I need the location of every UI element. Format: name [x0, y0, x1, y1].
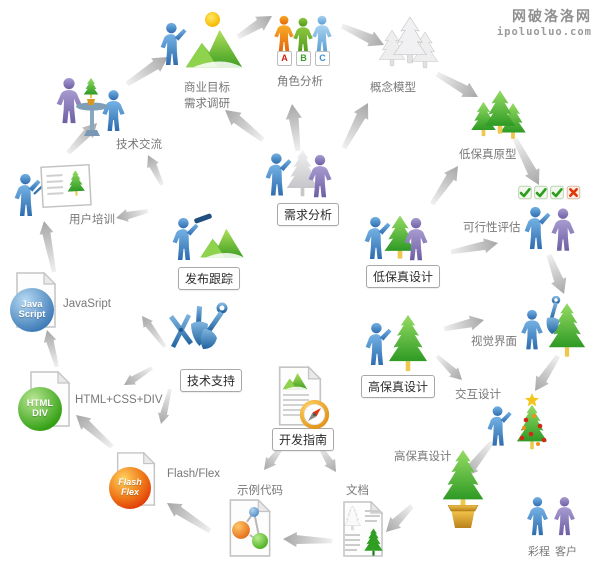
role-person-icon — [309, 15, 335, 53]
doc-content-icon — [344, 505, 383, 556]
requirement-analysis-box: 需求分析 — [277, 203, 340, 226]
flow-arrow — [341, 23, 384, 47]
company-person-icon — [364, 315, 394, 373]
company-person-icon — [13, 166, 43, 224]
watermark-url: ipoluoluo.com — [496, 26, 592, 38]
watermark: 网破洛洛网 ipoluoluo.com — [497, 6, 592, 38]
flow-arrow — [386, 504, 414, 532]
checkbox-checked-icon — [550, 185, 564, 200]
flow-arrow — [158, 388, 172, 424]
legend-company-label: 彩程 — [528, 546, 550, 558]
checkbox-cross-icon — [566, 185, 581, 200]
flow-arrow — [76, 415, 114, 449]
garden-tools-icon — [169, 302, 228, 349]
client-person-icon — [551, 490, 578, 543]
legend-client-label: 客户 — [555, 546, 577, 558]
mountain-icon — [199, 224, 245, 262]
flash-sphere-icon: Flash Flex — [109, 467, 151, 509]
flow-arrow — [147, 155, 164, 186]
whiteboard-icon — [33, 164, 92, 209]
molecule-icon — [230, 507, 268, 549]
letter-badge: A — [277, 51, 292, 66]
flow-arrow — [535, 354, 560, 391]
christmas-tree-icon — [516, 393, 548, 450]
role-analysis-label: 角色分析 — [277, 76, 323, 88]
checkbox-checked-icon — [534, 185, 548, 200]
visual-interface-label: 视觉界面 — [471, 336, 517, 348]
flow-arrow — [512, 137, 540, 185]
mountain-icon — [184, 25, 244, 72]
javascript-label: JavaSript — [63, 298, 111, 310]
shovel-icon — [546, 296, 561, 334]
flow-arrow — [435, 71, 478, 97]
company-person-icon — [524, 490, 551, 543]
company-person-icon — [363, 210, 393, 266]
client-person-icon — [401, 212, 431, 267]
checkbox-checked-icon — [518, 185, 532, 200]
interaction-design-label: 交互设计 — [455, 389, 501, 401]
hifi-design-box: 高保真设计 — [361, 375, 436, 398]
tech-exchange-label: 技术交流 — [116, 139, 162, 151]
concept-model-label: 概念模型 — [370, 82, 416, 94]
flow-arrow — [318, 445, 336, 472]
flow-arrow — [341, 103, 369, 150]
user-training-label: 用户培训 — [69, 214, 115, 226]
hifi-design-bottom-label: 高保真设计 — [394, 451, 452, 463]
flow-arrow — [125, 57, 168, 87]
flow-arrow — [116, 209, 149, 222]
business-goal-label: 商业目标 需求调研 — [184, 82, 230, 110]
tech-support-box: 技术支持 — [180, 369, 243, 392]
sample-code-label: 示例代码 — [237, 485, 283, 497]
pine-tree-icon — [388, 311, 428, 375]
flow-arrow — [430, 166, 458, 206]
flow-arrow — [264, 445, 284, 470]
html-css-label: HTML+CSS+DIV — [75, 394, 163, 406]
flow-arrow — [39, 221, 57, 273]
release-tracking-box: 发布跟踪 — [178, 267, 241, 290]
flow-arrow — [124, 366, 153, 385]
dev-guide-box: 开发指南 — [272, 428, 335, 451]
flash-flex-label: Flash/Flex — [167, 468, 221, 480]
documentation-label: 文档 — [346, 485, 369, 497]
flow-arrow — [167, 503, 212, 533]
green-trees-icon — [471, 90, 526, 139]
guide-content-icon — [282, 372, 309, 416]
flow-arrow — [450, 238, 498, 255]
plant-pot-icon — [447, 505, 479, 528]
checkbox-row-icon — [518, 185, 581, 200]
flow-arrow — [43, 330, 59, 368]
flow-arrow — [225, 110, 265, 142]
lofi-design-box: 低保真设计 — [366, 265, 441, 288]
flow-arrow — [285, 104, 302, 152]
letter-badge: B — [296, 51, 311, 66]
compass-icon — [299, 399, 330, 430]
sun-icon — [205, 12, 220, 27]
flow-arrow — [443, 315, 484, 332]
gray-trees-icon — [378, 16, 439, 69]
letter-badge: C — [315, 51, 330, 66]
html-sphere-icon: HTML DIV — [18, 387, 62, 431]
company-person-icon — [264, 146, 294, 203]
javascript-sphere-icon: Java Script — [10, 288, 54, 332]
flow-arrow — [236, 16, 272, 40]
company-person-icon — [486, 400, 514, 452]
flow-arrow — [142, 316, 167, 349]
client-person-icon — [548, 202, 578, 258]
client-person-icon — [305, 149, 335, 204]
feasibility-label: 可行性评估 — [463, 222, 521, 234]
table-icon — [76, 102, 108, 136]
flow-arrow — [435, 354, 462, 380]
flow-arrow — [546, 254, 567, 294]
potted-mini-tree-icon — [83, 77, 99, 105]
flow-arrow — [283, 532, 333, 548]
watermark-text: 网破洛洛网 — [512, 8, 592, 24]
lofi-prototype-label: 低保真原型 — [459, 149, 517, 161]
company-person-icon — [518, 302, 546, 358]
